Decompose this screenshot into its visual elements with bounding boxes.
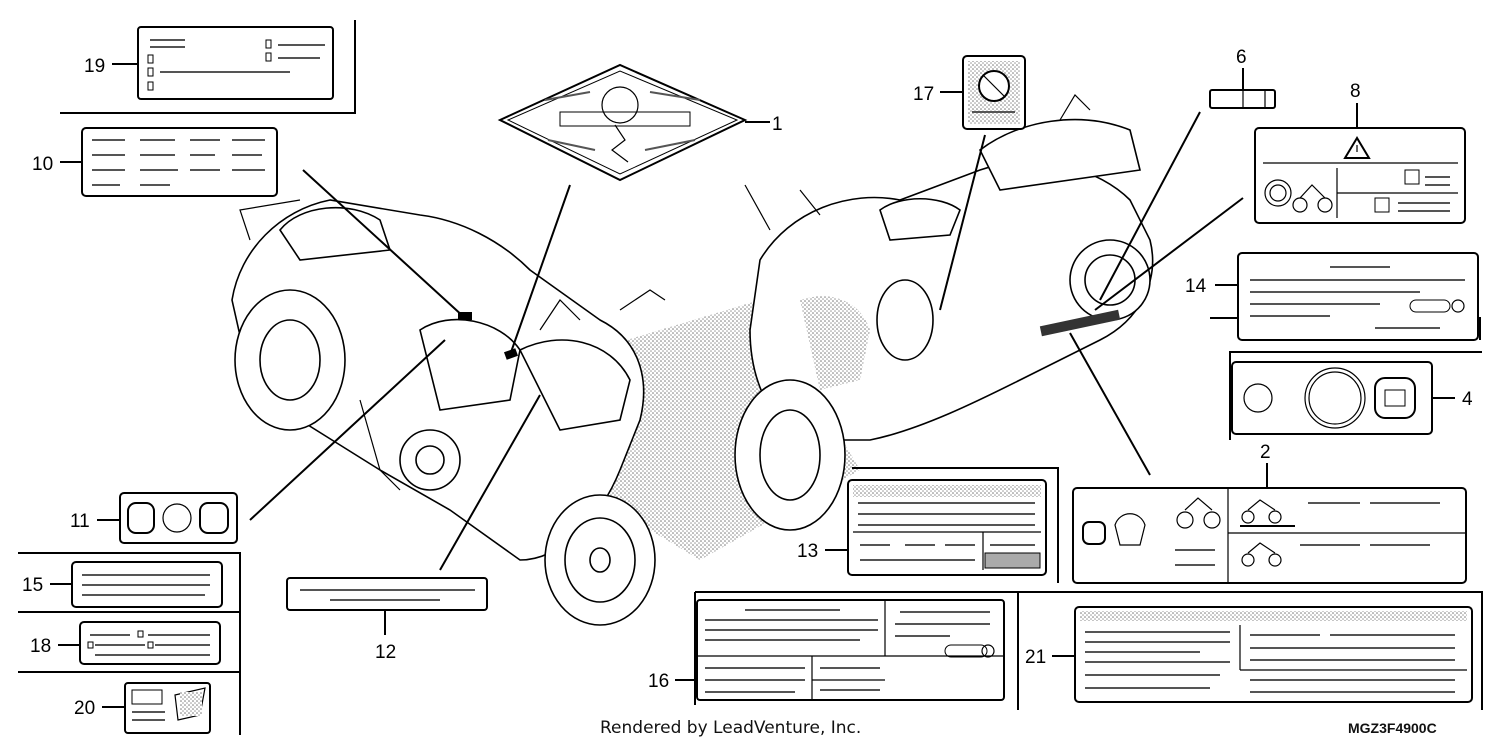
callout-2: 2 bbox=[1260, 442, 1271, 463]
callout-numbers: 19 10 1 17 6 8 14 4 2 13 11 11 11 11 11 … bbox=[22, 47, 1473, 719]
callout-20: 20 bbox=[74, 698, 95, 719]
callout-16: 16 bbox=[648, 671, 669, 692]
callout-12: 12 bbox=[375, 642, 396, 663]
callout-6: 6 bbox=[1236, 47, 1247, 68]
callout-21: 21 bbox=[1025, 647, 1046, 668]
label-17 bbox=[940, 55, 1026, 130]
label-13 bbox=[825, 467, 1059, 583]
label-8 bbox=[1254, 103, 1466, 224]
motorcycle-right bbox=[734, 94, 1154, 531]
callout-8: 8 bbox=[1350, 81, 1361, 102]
label-21 bbox=[1052, 606, 1473, 703]
diagram-code: MGZ3F4900C bbox=[1348, 720, 1437, 736]
motorcycle-left bbox=[231, 199, 666, 626]
label-10 bbox=[60, 127, 278, 197]
label-12 bbox=[286, 577, 488, 635]
footer-credit: Rendered by LeadVenture, Inc. bbox=[600, 718, 861, 738]
callout-18: 18 bbox=[30, 636, 51, 657]
label-18 bbox=[58, 621, 221, 665]
label-19 bbox=[60, 20, 356, 114]
label-6 bbox=[1209, 68, 1276, 109]
callout-17: 17 bbox=[913, 84, 934, 105]
callout-11-text: 11 bbox=[70, 511, 90, 532]
label-16 bbox=[675, 599, 1005, 701]
callout-10: 10 bbox=[32, 154, 53, 175]
callout-19: 19 bbox=[84, 56, 105, 77]
label-15 bbox=[50, 561, 223, 608]
label-20 bbox=[102, 682, 211, 734]
label-14 bbox=[1210, 252, 1481, 341]
callout-1: 1 bbox=[772, 114, 783, 135]
leader-lines bbox=[249, 111, 1244, 571]
callout-14: 14 bbox=[1185, 276, 1207, 297]
callout-13: 13 bbox=[797, 541, 818, 562]
callout-15: 15 bbox=[22, 575, 43, 596]
label-4 bbox=[1229, 351, 1482, 440]
label-2 bbox=[1072, 463, 1467, 584]
callout-4: 4 bbox=[1462, 389, 1473, 410]
label-11 bbox=[97, 492, 238, 544]
label-1 bbox=[497, 63, 770, 182]
